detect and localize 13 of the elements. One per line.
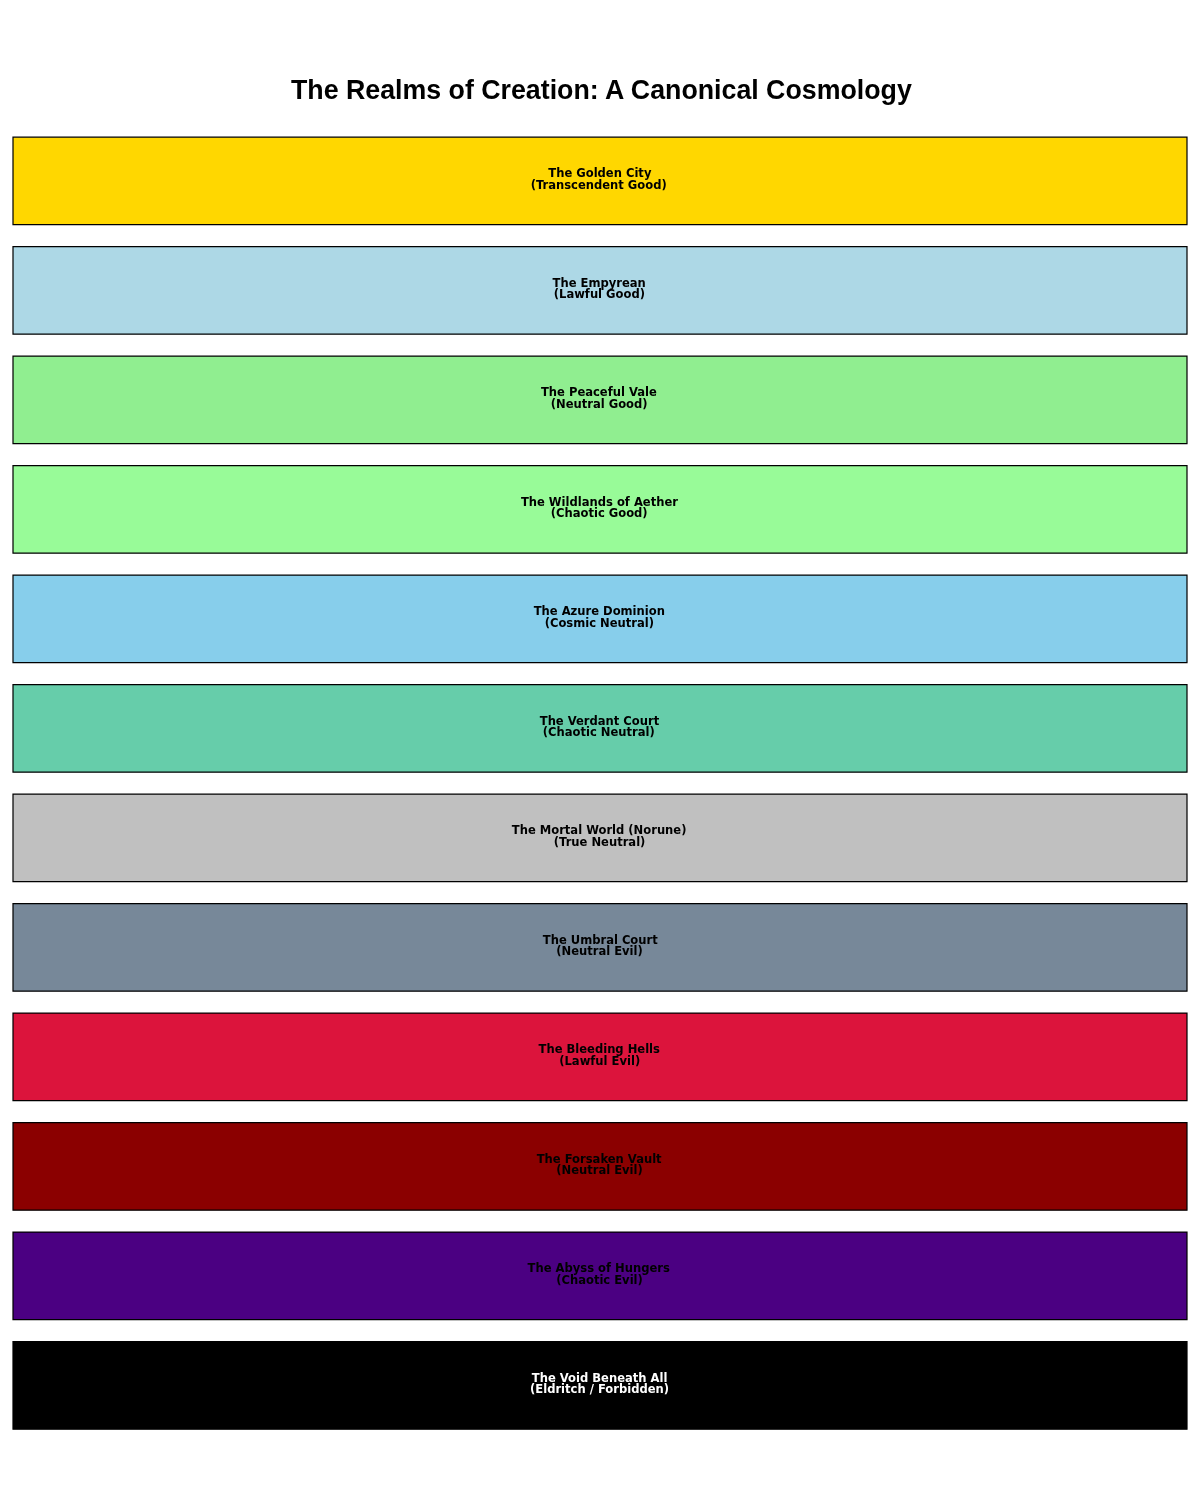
node-box: The Wildlands of Aether (Chaotic Good) [12,465,1188,554]
node-box: The Void Beneath All (Eldritch / Forbidden) [12,1340,1188,1430]
node-box: The Forsaken Vault (Neutral Evil) [12,1121,1188,1211]
node-box: The Peaceful Vale (Neutral Good) [12,355,1188,445]
node-box: The Azure Dominion (Cosmic Neutral) [12,574,1188,664]
node-box: The Mortal World (Norune) (True Neutral) [12,793,1188,883]
node-box: The Bleeding Hells (Lawful Evil) [12,1012,1188,1102]
node-box: The Golden City (Transcendent Good) [12,136,1188,226]
node-box: The Empyrean (Lawful Good) [12,246,1188,335]
node-box: The Verdant Court (Chaotic Neutral) [12,684,1188,773]
diagram-title: The Realms of Creation: A Canonical Cosmology [290,74,912,105]
node-box: The Umbral Court (Neutral Evil) [12,902,1188,992]
node-box: The Abyss of Hungers (Chaotic Evil) [12,1231,1188,1321]
